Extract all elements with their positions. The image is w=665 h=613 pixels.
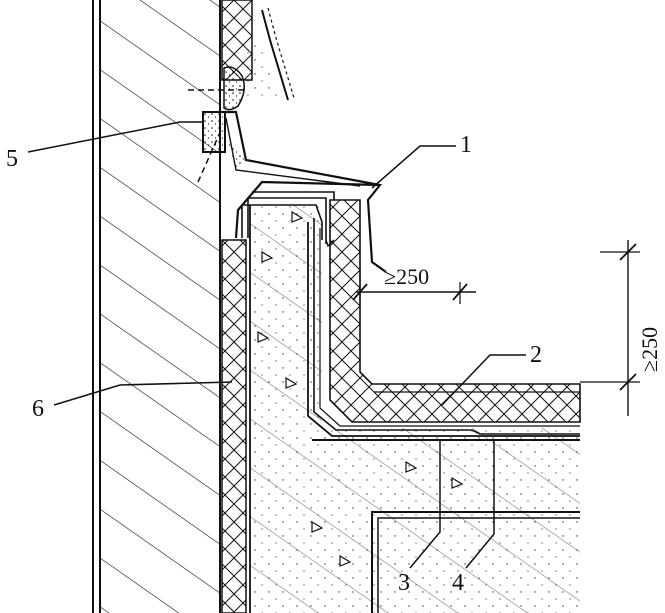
sealant-anchor bbox=[188, 66, 245, 183]
callout-4: 4 bbox=[452, 570, 464, 596]
dimension-label-vertical: ≥250 bbox=[637, 327, 662, 372]
callout-5: 5 bbox=[6, 146, 18, 172]
leader-6 bbox=[53, 381, 233, 406]
leader-3 bbox=[409, 440, 441, 569]
leader-4 bbox=[465, 440, 495, 569]
leader-1 bbox=[371, 145, 456, 189]
dimension-label-horizontal: ≥250 bbox=[384, 264, 429, 289]
leader-5 bbox=[27, 121, 204, 153]
roof-insulation bbox=[329, 199, 581, 423]
callout-3: 3 bbox=[398, 570, 410, 596]
wall-insulation-strip bbox=[221, 239, 247, 613]
callout-2: 2 bbox=[530, 342, 542, 368]
flashing-cap bbox=[222, 110, 387, 273]
concrete-upstand-slab bbox=[249, 205, 580, 613]
leader-2 bbox=[441, 354, 526, 406]
callout-6: 6 bbox=[32, 396, 44, 422]
brick-wall bbox=[92, 0, 221, 613]
callout-1: 1 bbox=[460, 132, 472, 158]
dimension-vertical bbox=[580, 240, 640, 416]
leader-lines bbox=[27, 121, 526, 569]
dimension-horizontal bbox=[352, 270, 476, 304]
waterproof-membranes bbox=[241, 191, 580, 437]
